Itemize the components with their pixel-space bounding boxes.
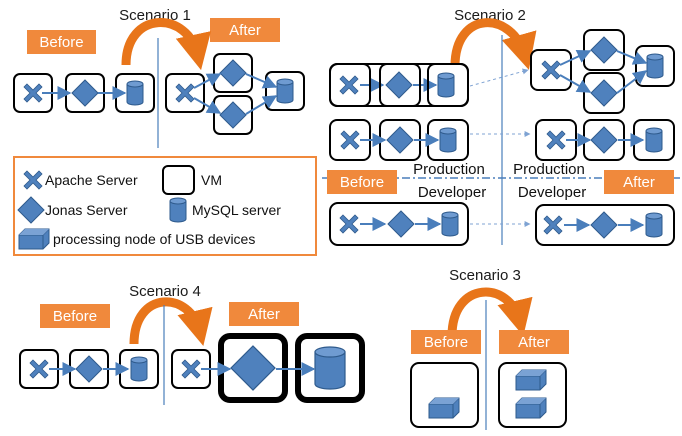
scenario-4-title: Scenario 4 — [129, 283, 201, 300]
production-label-right: Production — [513, 161, 585, 178]
legend-mysql-label: MySQL server — [192, 202, 281, 218]
scenario-3-after-label: After — [518, 334, 550, 351]
vm-box-icon — [162, 165, 195, 195]
production-label-left: Production — [413, 161, 485, 178]
scenario-2-title: Scenario 2 — [454, 7, 526, 24]
usb-node-icon — [515, 369, 547, 391]
flow-arrow — [193, 73, 222, 89]
legend-jonas-label: Jonas Server — [45, 202, 128, 218]
flow-arrow — [193, 97, 222, 114]
mysql-server-icon — [276, 78, 294, 104]
mysql-server-icon — [126, 80, 144, 106]
scenario-3-transition-arrow — [447, 287, 533, 337]
flow-arrow — [245, 73, 278, 89]
scenario-1: Scenario 1 Before After — [13, 7, 305, 148]
mysql-server-icon — [130, 356, 148, 382]
flow-arrow — [616, 70, 648, 94]
scenario-2-before-label: Before — [340, 174, 384, 191]
jonas-server-icon — [230, 345, 276, 391]
scenario-4: Scenario 4 Before After — [19, 283, 365, 405]
vm-box-icon — [410, 362, 479, 428]
flow-arrow — [559, 74, 592, 93]
scenario-4-after-badge — [229, 302, 299, 326]
usb-node-icon — [428, 397, 460, 419]
scenario-3-title: Scenario 3 — [449, 267, 521, 284]
scenario-4-transition-arrow — [129, 297, 213, 347]
mysql-server-icon — [441, 211, 459, 237]
mysql-server-icon — [645, 212, 663, 238]
scenario-2-before-badge — [327, 170, 397, 194]
scenario-2-transition-arrow — [450, 18, 537, 70]
flow-arrow — [559, 49, 592, 66]
legend: Apache Server VM Jonas Server MySQL serv… — [13, 156, 317, 256]
mysql-server-icon — [646, 53, 664, 79]
scenario-2-after-label: After — [623, 174, 655, 191]
vm-box-icon — [379, 63, 421, 107]
developer-label-left: Developer — [418, 184, 486, 201]
mysql-server-icon — [645, 127, 663, 153]
vm-box-icon — [427, 63, 469, 107]
scenario-4-before-badge — [40, 304, 110, 328]
scenario-1-transition-arrow — [121, 18, 211, 71]
developer-label-right: Developer — [518, 184, 586, 201]
scenario-1-title: Scenario 1 — [119, 7, 191, 24]
mysql-server-icon — [169, 197, 187, 223]
flow-arrow — [245, 95, 278, 115]
scenario-3-after-badge — [499, 330, 569, 354]
mysql-server-icon — [437, 72, 455, 98]
mysql-server-icon — [314, 346, 346, 390]
scenario-1-before-label: Before — [39, 34, 83, 51]
scenario-3-before-badge — [411, 330, 481, 354]
usb-node-icon — [18, 228, 50, 250]
scenario-2: Scenario 2 — [322, 7, 680, 246]
legend-apache-label: Apache Server — [45, 172, 138, 188]
scenario-2-after-badge — [604, 170, 674, 194]
scenario-3: Scenario 3 Before After — [410, 267, 569, 430]
flow-arrow — [616, 50, 648, 65]
migration-arrow — [469, 68, 529, 87]
legend-vm-label: VM — [201, 172, 222, 188]
scenario-4-after-label: After — [248, 306, 280, 323]
usb-node-icon — [515, 397, 547, 419]
scenario-3-before-label: Before — [424, 334, 468, 351]
scenario-4-before-label: Before — [53, 308, 97, 325]
legend-usb-label: processing node of USB devices — [53, 231, 255, 247]
scenario-1-after-label: After — [229, 22, 261, 39]
scenario-1-before-badge — [27, 30, 96, 54]
scenario-1-after-badge — [210, 18, 280, 42]
mysql-server-icon — [439, 127, 457, 153]
vm-box-icon — [329, 63, 371, 107]
